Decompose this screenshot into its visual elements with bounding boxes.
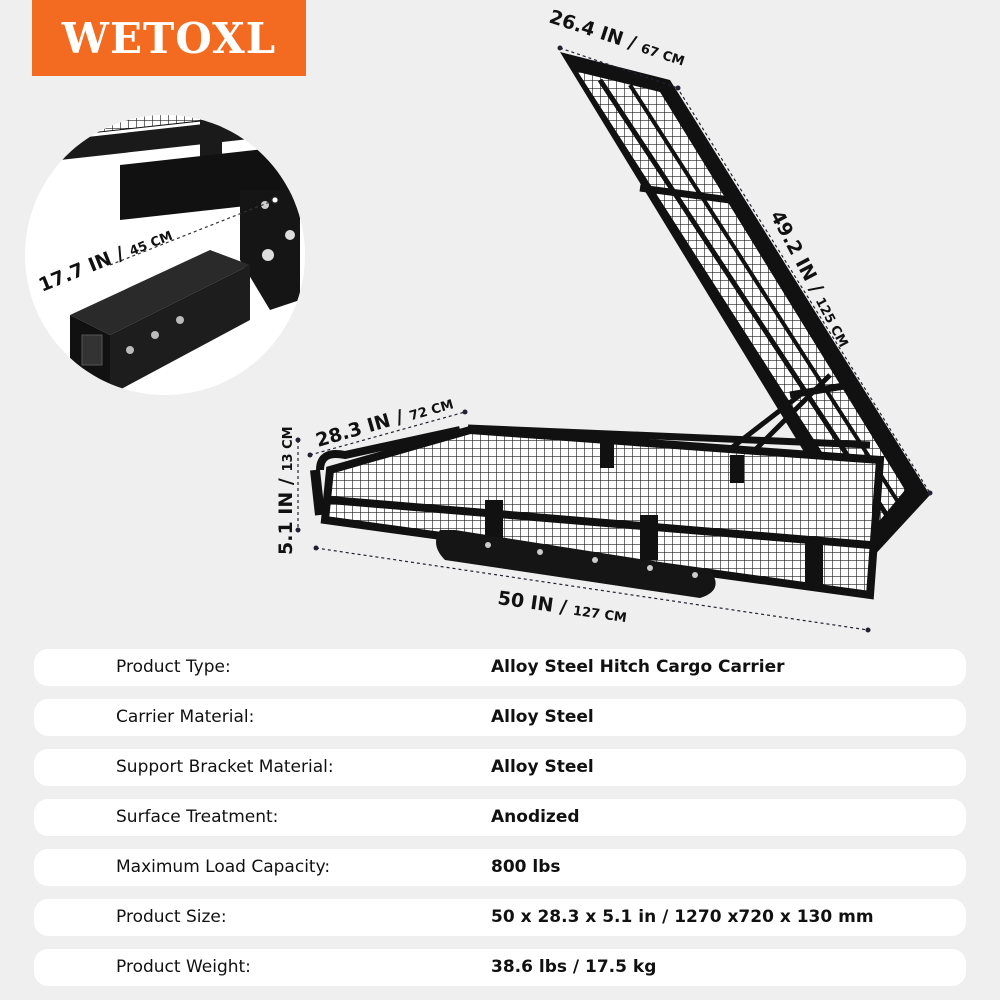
spec-label: Carrier Material: bbox=[116, 707, 255, 727]
spec-value: Alloy Steel bbox=[491, 707, 594, 727]
spec-row-product-weight: Product Weight: 38.6 lbs / 17.5 kg bbox=[34, 949, 966, 986]
spec-row-surface-treatment: Surface Treatment: Anodized bbox=[34, 799, 966, 836]
spec-value: 50 x 28.3 x 5.1 in / 1270 x720 x 130 mm bbox=[491, 907, 874, 927]
spec-row-carrier-material: Carrier Material: Alloy Steel bbox=[34, 699, 966, 736]
spec-value: 800 lbs bbox=[491, 857, 561, 877]
spec-label: Maximum Load Capacity: bbox=[116, 857, 331, 877]
spec-value: 38.6 lbs / 17.5 kg bbox=[491, 957, 657, 977]
spec-value: Alloy Steel bbox=[491, 757, 594, 777]
spec-label: Support Bracket Material: bbox=[116, 757, 334, 777]
spec-table: Product Type: Alloy Steel Hitch Cargo Ca… bbox=[34, 649, 966, 999]
spec-label: Product Weight: bbox=[116, 957, 251, 977]
spec-row-product-type: Product Type: Alloy Steel Hitch Cargo Ca… bbox=[34, 649, 966, 686]
product-illustration: 17.7 IN / 45 CM bbox=[25, 6, 933, 633]
brand-logo: WETOXL bbox=[32, 0, 306, 76]
spec-value: Anodized bbox=[491, 807, 580, 827]
hitch-detail-inset: 17.7 IN / 45 CM bbox=[25, 115, 305, 395]
cargo-carrier bbox=[310, 52, 930, 600]
spec-row-max-load: Maximum Load Capacity: 800 lbs bbox=[34, 849, 966, 886]
spec-row-bracket-material: Support Bracket Material: Alloy Steel bbox=[34, 749, 966, 786]
height-label: 5.1 IN / 13 CM bbox=[275, 426, 297, 555]
spec-label: Product Type: bbox=[116, 657, 231, 677]
spec-value: Alloy Steel Hitch Cargo Carrier bbox=[491, 657, 785, 677]
length-label: 50 IN / 127 CM bbox=[496, 587, 628, 627]
spec-row-product-size: Product Size: 50 x 28.3 x 5.1 in / 1270 … bbox=[34, 899, 966, 936]
spec-label: Product Size: bbox=[116, 907, 227, 927]
spec-label: Surface Treatment: bbox=[116, 807, 279, 827]
dimension-lines bbox=[297, 47, 931, 631]
dim-separator: / bbox=[113, 242, 128, 265]
